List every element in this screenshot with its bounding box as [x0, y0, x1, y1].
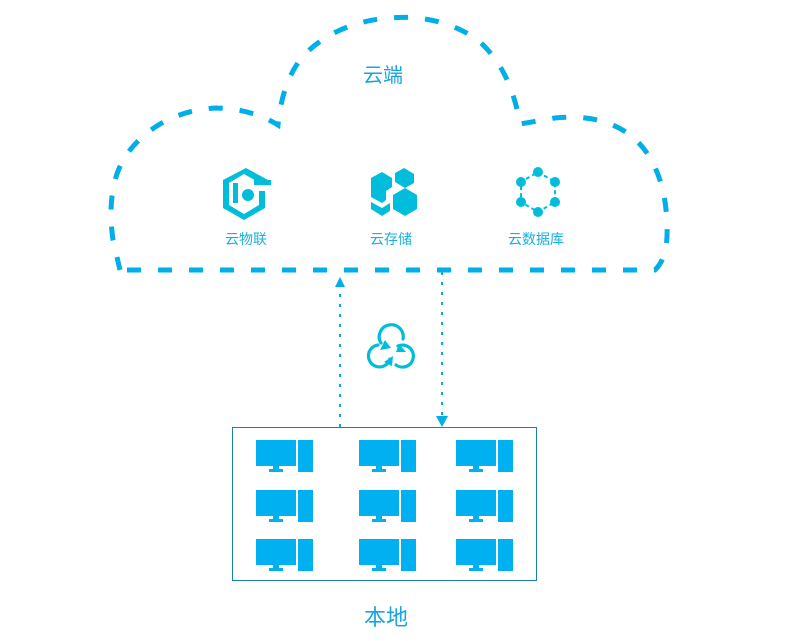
computer-icon: [359, 490, 417, 524]
computer-icon: [456, 539, 514, 573]
service-label-storage: 云存储: [370, 232, 412, 248]
computer-icon: [256, 490, 314, 524]
service-label-database: 云数据库: [508, 232, 564, 248]
service-label-iot: 云物联: [225, 232, 267, 248]
cloud-sync-icon: [366, 323, 416, 369]
cloud-title: 云端: [363, 63, 403, 87]
arrow-down-icon: [436, 416, 448, 427]
computer-icon: [359, 539, 417, 573]
local-title: 本地: [364, 606, 409, 631]
storage-cubes-icon: [371, 168, 417, 216]
computer-icon: [456, 440, 514, 474]
iot-icon: [223, 168, 271, 220]
computer-icon: [456, 490, 514, 524]
local-computers-box: [232, 427, 537, 581]
computer-icon: [359, 440, 417, 474]
computer-icon: [256, 440, 314, 474]
cloud-outline: [108, 14, 670, 273]
database-nodes-icon: [516, 167, 560, 217]
arrow-up-icon: [335, 277, 345, 287]
computer-icon: [256, 539, 314, 573]
